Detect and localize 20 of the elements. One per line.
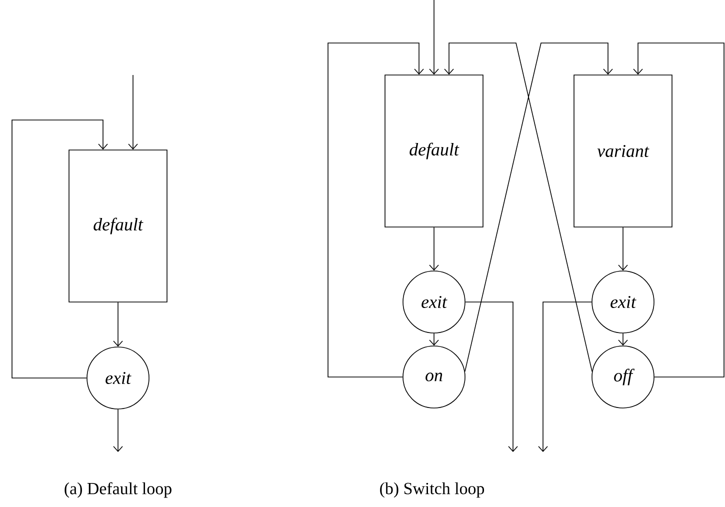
arrow (618, 227, 628, 271)
process-box: variant (574, 74, 672, 228)
arrow (113, 302, 123, 347)
arrow (128, 74, 138, 150)
arrow (429, 0, 439, 75)
process-box: default (68, 150, 168, 302)
arrow (465, 302, 518, 452)
arrow (113, 409, 123, 452)
arrow (12, 120, 108, 378)
arrow (538, 302, 592, 452)
arrow (429, 333, 439, 346)
arrow (464, 42, 613, 372)
process-box: default (384, 74, 484, 228)
arrow (633, 42, 724, 378)
arrow (328, 42, 424, 378)
subfigure-caption: (b) Switch loop (380, 482, 484, 498)
arrow (444, 42, 592, 372)
arrow (429, 227, 439, 271)
arrow (618, 333, 628, 346)
subfigure-caption: (a) Default loop (64, 482, 172, 498)
